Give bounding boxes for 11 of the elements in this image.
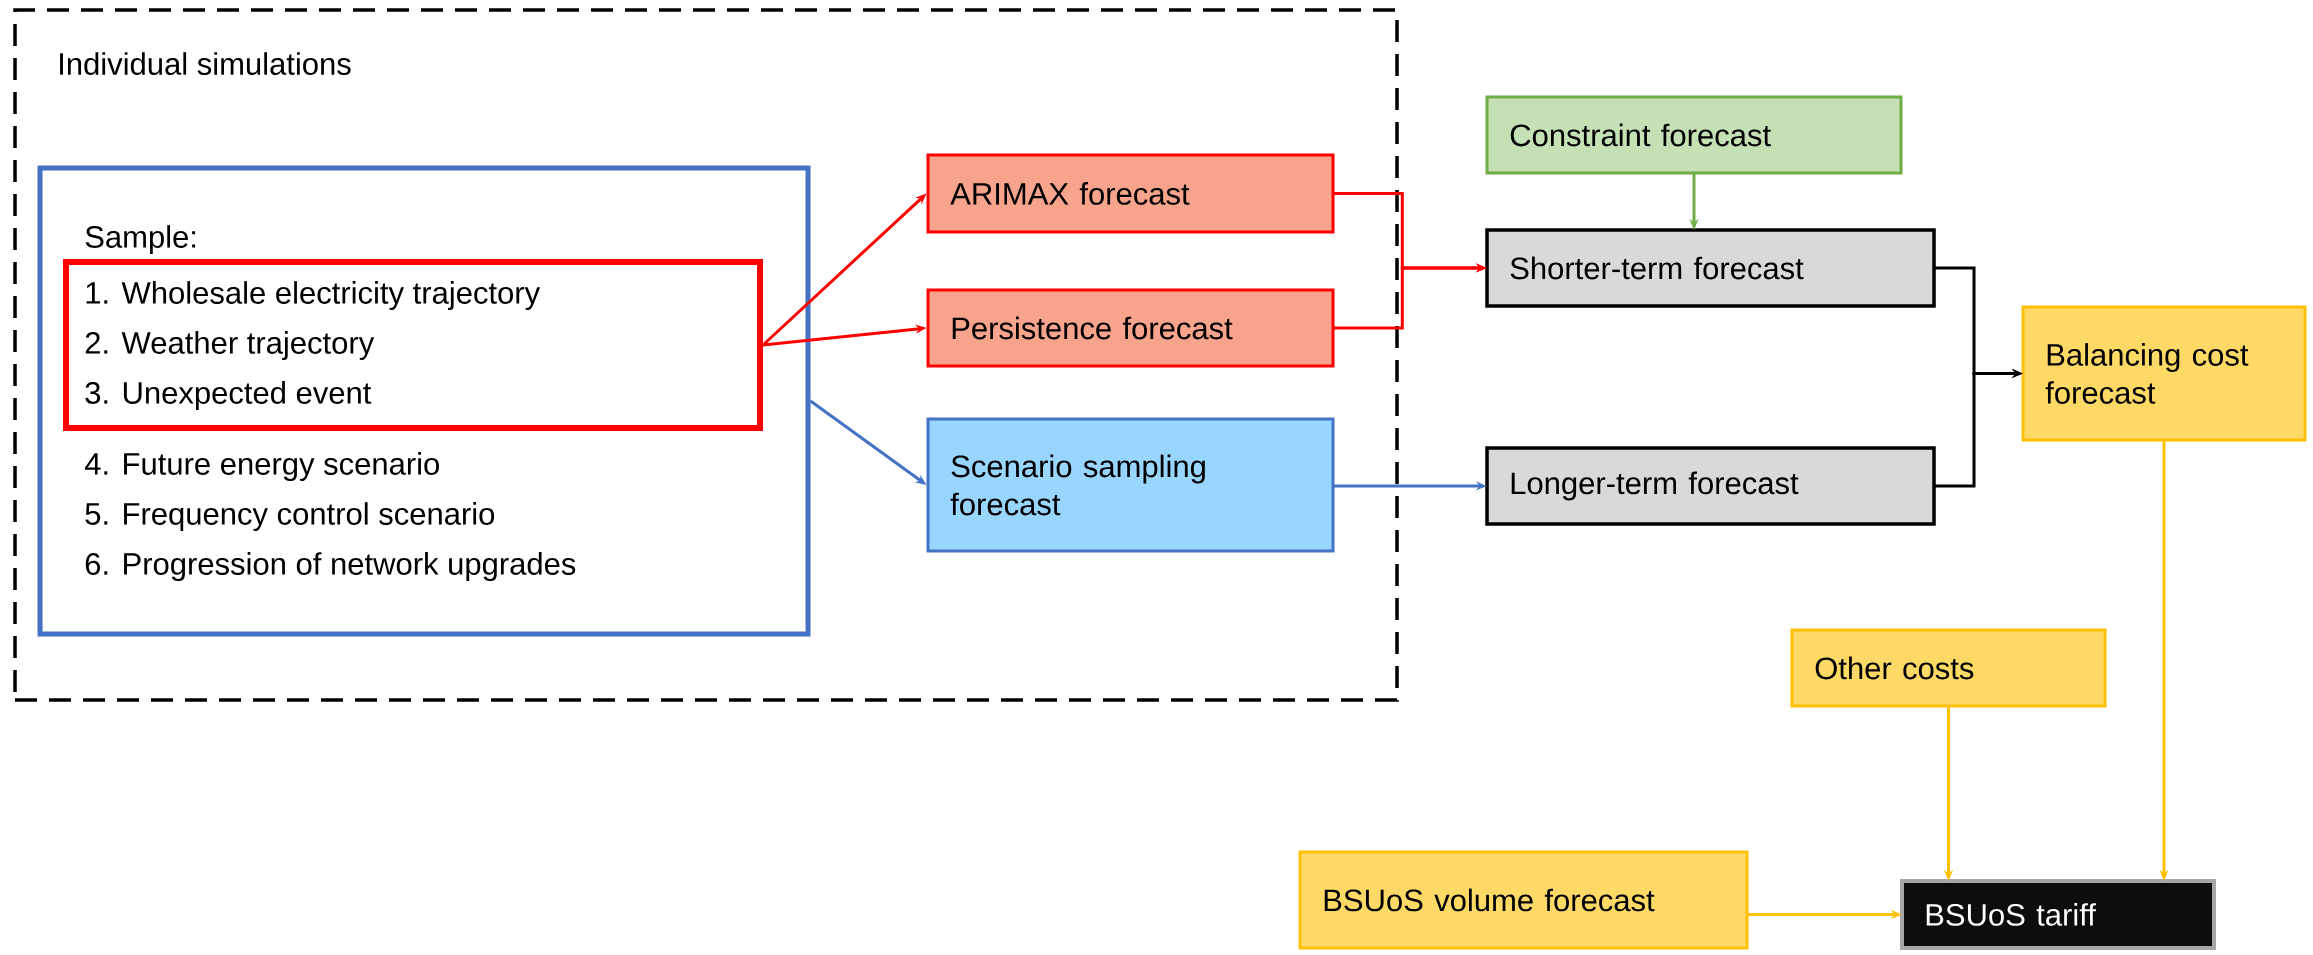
process-box: Longer-term forecast <box>1485 446 1936 526</box>
input-box: BSUoS volume forecast <box>1298 850 1749 950</box>
process-box: ARIMAX forecast <box>926 153 1335 234</box>
result-box: BSUoS tariff <box>1900 879 2216 950</box>
output-box: Balancing cost forecast <box>2021 305 2307 442</box>
input-box: Other costs <box>1790 628 2107 708</box>
highlight-box: 1. Wholesale electricity trajectory 2. Weather trajectory 3. Unexpected event <box>63 259 763 431</box>
process-box: Persistence forecast <box>926 288 1335 368</box>
process-box: Scenario sampling forecast <box>926 417 1335 553</box>
input-box: Constraint forecast <box>1485 95 1903 175</box>
process-box: Shorter-term forecast <box>1485 228 1936 308</box>
